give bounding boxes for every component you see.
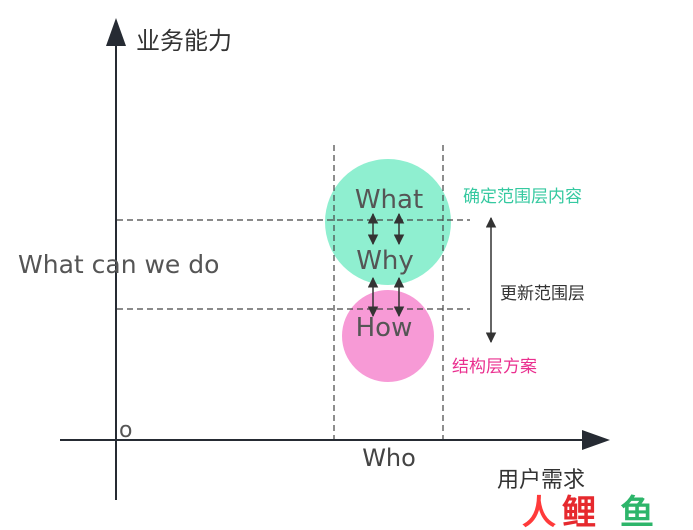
structure-plan-label: 结构层方案 [452,357,537,377]
watermark-fish-glyph: 鱼 [620,493,654,530]
what-can-we-do-label: What can we do [18,250,219,279]
what-why-circle [325,159,451,285]
y-axis-arrow-icon [106,18,126,46]
x-axis-arrow-icon [582,430,610,450]
define-scope-content-label: 确定范围层内容 [463,187,582,207]
why-label: Why [356,246,414,276]
update-scope-label: 更新范围层 [500,284,585,304]
x-axis-label: 用户需求 [497,468,585,493]
watermark-logo: 人 鲤 鱼 [522,493,654,530]
y-axis-label: 业务能力 [136,27,232,55]
who-label: Who [362,444,416,472]
watermark-people-glyph: 人 [522,493,556,530]
how-circle [342,290,434,382]
what-label: What [355,185,423,215]
watermark-li-glyph: 鲤 [562,493,596,530]
origin-label: o [119,418,132,443]
how-label: How [356,313,413,343]
